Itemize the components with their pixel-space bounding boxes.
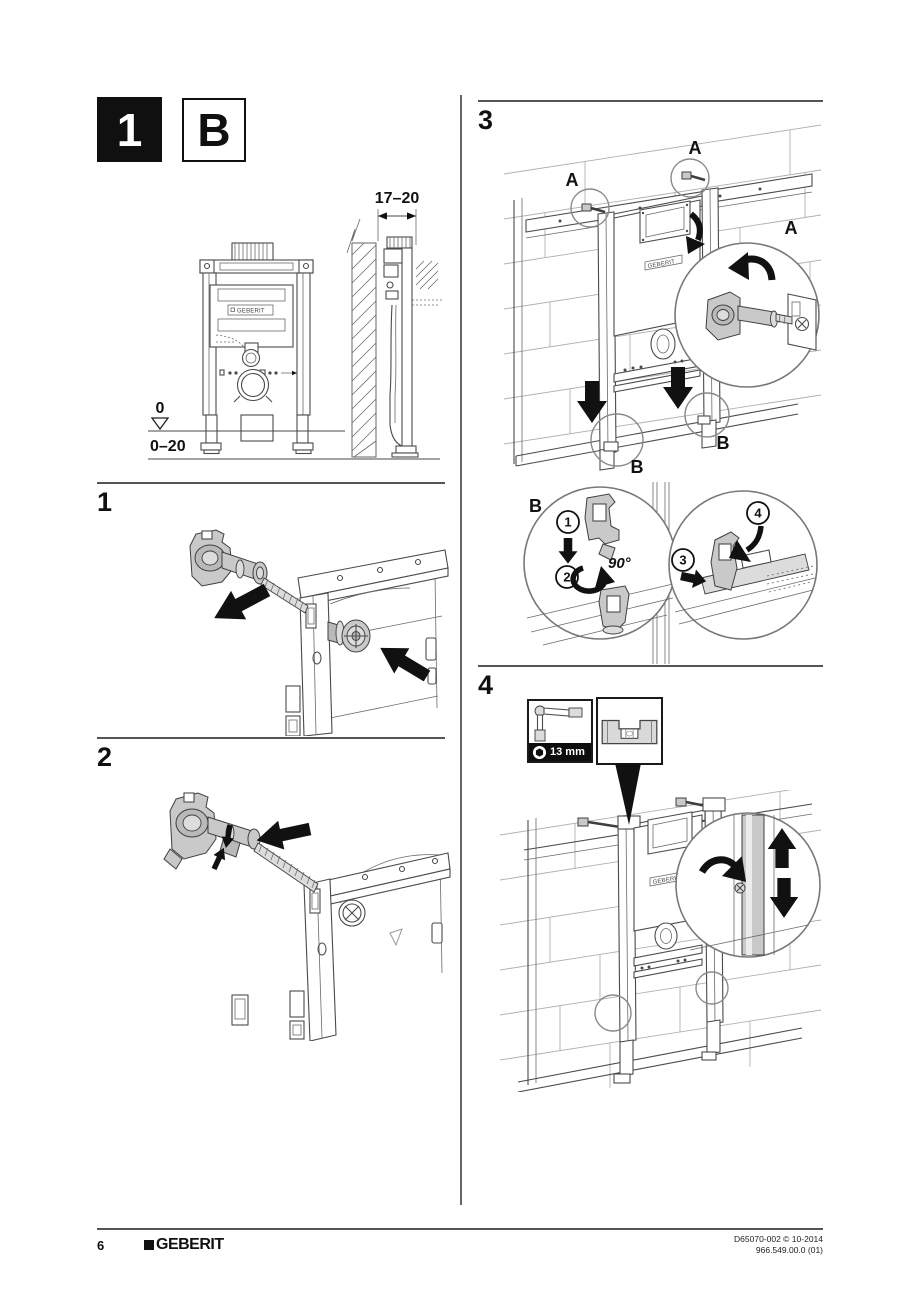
label-b: B: [717, 433, 730, 453]
brand-logo-text: GEBERIT: [156, 1236, 224, 1253]
section1-number: 1: [97, 487, 113, 517]
step1-marker: 1: [564, 515, 571, 530]
clip-arrow-icon: [211, 847, 226, 871]
rotate-arrow-icon: [686, 211, 705, 254]
step4-marker: 4: [754, 506, 762, 521]
detail-view-a: [674, 242, 820, 388]
label-a: A: [689, 138, 702, 158]
pointer-wedge: [615, 763, 641, 825]
frame-side-view: [346, 218, 443, 458]
up-arrow: [767, 828, 797, 868]
detail-marker-a2: [670, 158, 710, 198]
right-arrow: [680, 569, 707, 589]
step-number-text: 1: [116, 103, 143, 156]
step-number-badge: 1: [97, 97, 162, 162]
label-b: B: [631, 457, 644, 476]
pull-out-arrow: [214, 583, 271, 620]
section2-rule: [97, 737, 445, 739]
down-arrow: [769, 878, 799, 918]
down-arrow: [577, 381, 607, 423]
push-in-arrow: [380, 647, 431, 682]
rotate-arrow-icon: [728, 252, 776, 281]
column-divider: [460, 95, 462, 1205]
label-a: A: [566, 170, 579, 190]
step3-marker: 3: [679, 553, 686, 568]
step2-marker: 2: [563, 570, 570, 585]
curved-down-arrow-icon: [729, 525, 764, 562]
tool-size-bar: 13 mm: [529, 743, 591, 761]
cistern-brand-label: GEBERIT: [647, 259, 675, 270]
section2-number: 2: [97, 742, 113, 772]
wall-distance-dimension: 17–20: [375, 190, 420, 245]
hex-socket-icon: [532, 745, 547, 759]
variant-badge: B: [182, 98, 246, 162]
foot-marker-right: [695, 971, 729, 1005]
frame-corner: [231, 852, 451, 1041]
step1-diagram: [189, 529, 449, 736]
datum-triangle-icon: [150, 417, 170, 431]
down-arrow: [558, 538, 578, 564]
detail-b-label: B: [529, 496, 542, 516]
step3-diagram: GEBERIT: [503, 124, 822, 476]
detail-marker-a1: [570, 188, 610, 228]
step2-diagram: [163, 792, 451, 1041]
clip-arrow-icon: [221, 824, 235, 849]
detail-view-height-adjust: [675, 812, 821, 958]
fastener-knob: [327, 619, 371, 653]
section1-rule: [97, 482, 445, 484]
step4-diagram: GEBERIT: [499, 790, 822, 1092]
section4-rule: [478, 665, 823, 667]
document-ref-line2: 966.549.00.0 (01): [755, 1245, 823, 1255]
foot-marker-left: [594, 994, 632, 1032]
tool-size-label: 13 mm: [550, 746, 585, 758]
level-zero-label: 0: [156, 400, 165, 417]
down-arrow: [663, 367, 693, 409]
pull-arrow: [256, 820, 312, 850]
cistern-brand-label: GEBERIT: [652, 875, 680, 886]
tool-socket-wrench-box: 13 mm: [527, 699, 593, 763]
socket-wrench-icon: [534, 705, 583, 742]
brand-logo: GEBERIT: [144, 1236, 224, 1254]
variant-text: B: [197, 104, 231, 156]
detail-marker-b2: [684, 392, 730, 438]
label-a: A: [785, 218, 798, 238]
brand-logo-square: [144, 1240, 154, 1250]
wall-bracket-assembly: [189, 529, 309, 614]
spirit-level-icon: [601, 719, 658, 745]
wall-bracket-rod-assembly: [163, 792, 319, 893]
document-ref-line1: D65070-002 © 10-2014: [734, 1234, 823, 1244]
level-floor-label: 0–20: [150, 438, 186, 455]
frame-front-view: GEBERIT: [199, 242, 314, 455]
wall-distance-label: 17–20: [375, 190, 420, 207]
overview-diagram: GEBERIT: [148, 190, 443, 460]
rotate-90-arrow-icon: [570, 565, 615, 594]
document-references: D65070-002 © 10-2014 966.549.00.0 (01): [734, 1234, 823, 1256]
detail-marker-b1: [590, 413, 644, 467]
tool-spirit-level-box: [596, 697, 663, 765]
page-number: 6: [97, 1238, 105, 1253]
footer-rule: [97, 1228, 823, 1230]
frame-corner: [285, 549, 449, 736]
section4-number: 4: [478, 670, 494, 700]
step3-detail-b-diagram: 1 2 90°: [523, 482, 818, 664]
detail-view-b-left: 1 2 90°: [523, 486, 677, 646]
section3-rule: [478, 100, 823, 102]
rotate-arrow-icon: [698, 856, 746, 882]
angle-90-label: 90°: [608, 555, 632, 572]
section3-number: 3: [478, 105, 494, 135]
cistern-brand-label: GEBERIT: [237, 309, 265, 315]
detail-view-b-right: 3 4: [668, 490, 818, 640]
